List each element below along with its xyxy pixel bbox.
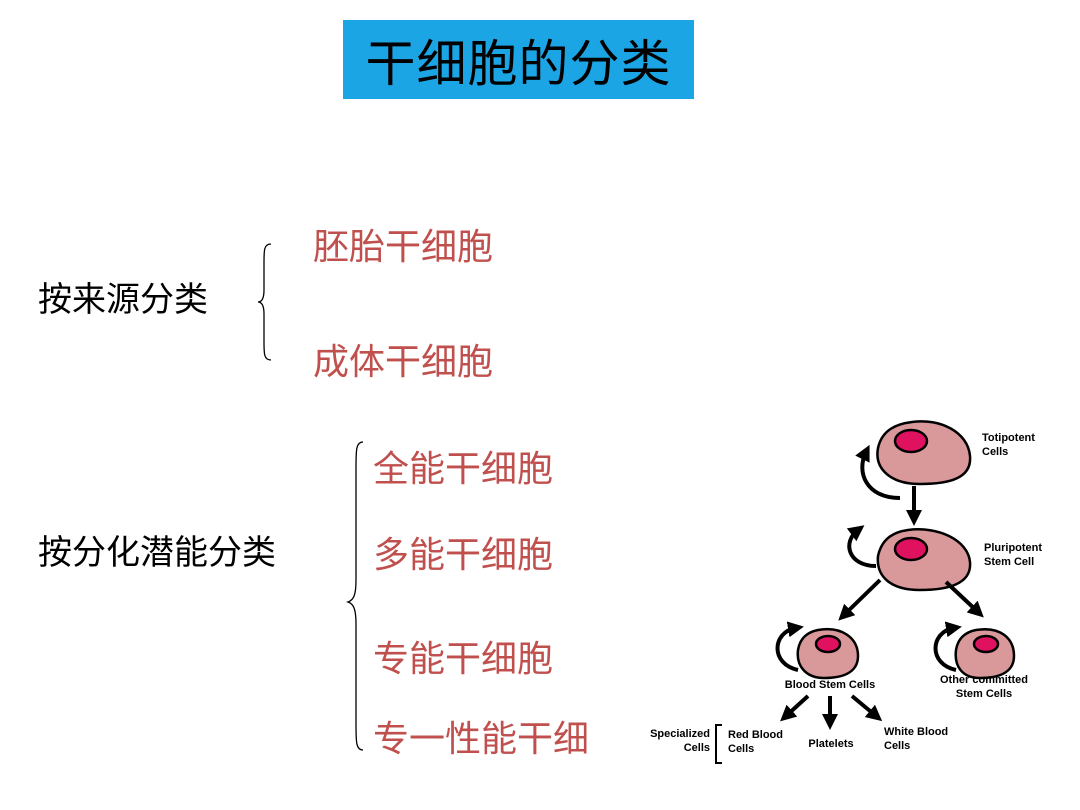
- arrow-pluripotent-to-blood-stem: [838, 578, 882, 621]
- totipotent-label-line1: Totipotent: [982, 432, 1035, 444]
- brace-by-potency: [345, 441, 364, 751]
- red-blood-label-line1: Red Blood: [728, 729, 783, 741]
- specialized-label-line2: Cells: [684, 742, 710, 754]
- blood-stem-cell: [796, 627, 860, 680]
- other-committed-label-line1: Other committed: [940, 674, 1028, 686]
- item-embryonic-stem-cell: 胚胎干细胞: [313, 227, 494, 268]
- arrow-pluripotent-to-other-committed: [944, 580, 984, 618]
- other-committed-stem-cell: [954, 627, 1016, 680]
- totipotent-self-renewal-arrow: [855, 444, 901, 500]
- item-adult-stem-cell: 成体干细胞: [313, 342, 494, 383]
- totipotent-label-line2: Cells: [982, 446, 1008, 458]
- pluripotent-label-line2: Stem Cell: [984, 556, 1034, 568]
- category-by-source-label: 按来源分类: [38, 280, 208, 320]
- arrow-to-white-blood-cells: [850, 694, 883, 722]
- specialized-label-line1: Specialized: [650, 728, 710, 740]
- white-blood-label-line2: Cells: [884, 740, 910, 752]
- specialized-bracket: [715, 724, 722, 764]
- blood-stem-cells-label: Blood Stem Cells: [785, 679, 875, 691]
- arrow-to-red-blood-cells: [780, 694, 810, 722]
- other-committed-label-line2: Stem Cells: [956, 688, 1012, 700]
- item-multipotent-stem-cell: 专能干细胞: [373, 639, 554, 680]
- category-by-potency-label: 按分化潜能分类: [38, 533, 276, 573]
- pluripotent-cell: [876, 528, 972, 592]
- blood-stem-self-renewal-arrow: [775, 621, 804, 672]
- other-committed-self-renewal-arrow: [933, 621, 962, 672]
- pluripotent-label-line1: Pluripotent: [984, 542, 1042, 554]
- item-totipotent-stem-cell: 全能干细胞: [373, 449, 554, 490]
- stem-cell-hierarchy-diagram: Totipotent Cells Pluripotent Stem Cell B…: [650, 420, 1042, 764]
- white-blood-label-line1: White Blood: [884, 726, 948, 738]
- platelets-label: Platelets: [808, 738, 853, 750]
- brace-by-source: [257, 243, 272, 361]
- page-title: 干细胞的分类: [343, 20, 694, 99]
- item-unipotent-stem-cell: 专一性能干细: [373, 719, 590, 760]
- red-blood-label-line2: Cells: [728, 743, 754, 755]
- item-pluripotent-stem-cell: 多能干细胞: [373, 535, 554, 576]
- pluripotent-self-renewal-arrow: [846, 525, 877, 568]
- totipotent-cell: [876, 420, 972, 486]
